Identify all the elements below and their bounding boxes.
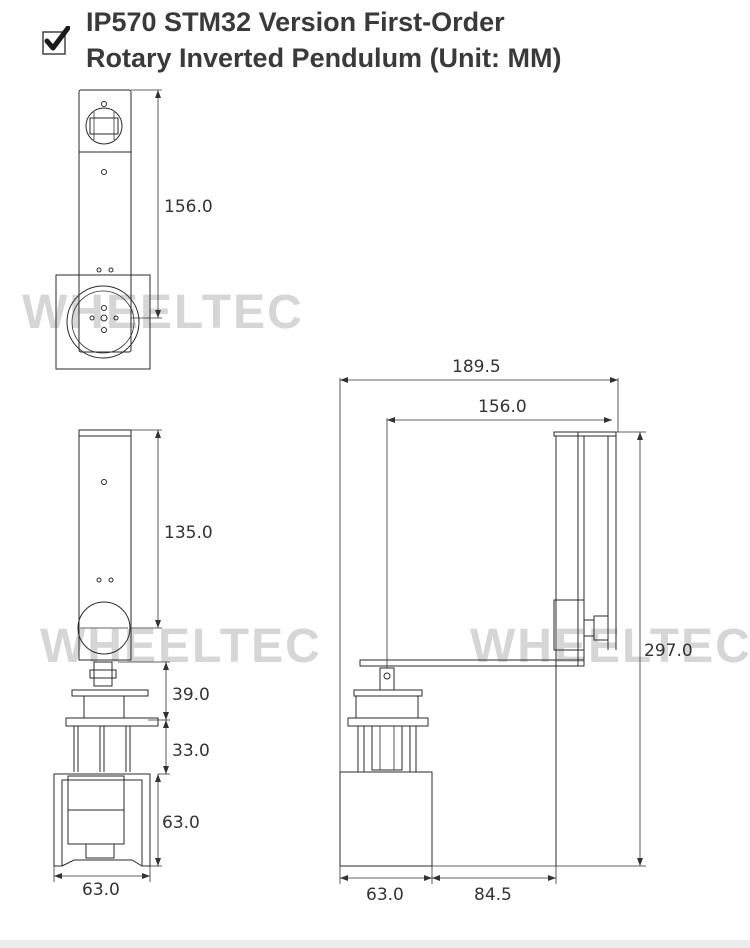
dim-side-total-height: 297.0 [644,641,693,661]
checked-box-icon [42,26,70,55]
dim-front-pendulum-height: 135.0 [164,523,213,543]
front-view: 135.0 39.0 33.0 63.0 63.0 [53,429,213,900]
watermark-front: WHEELTEC [40,620,322,673]
top-view: 156.0 [55,89,213,370]
dim-front-frame-height: 33.0 [172,741,210,761]
header: IP570 STM32 Version First-Order Rotary I… [40,4,740,76]
watermark-side: WHEELTEC [470,620,750,673]
dim-front-base-height: 63.0 [162,813,200,833]
watermark-top: WHEELTEC [22,286,304,339]
dim-front-coupling-height: 39.0 [172,685,210,705]
bottom-divider [0,940,750,948]
dim-side-total-width: 189.5 [452,357,501,377]
side-view: 189.5 156.0 297.0 63.0 84.5 [339,357,693,905]
dim-top-view-height: 156.0 [164,197,213,217]
dim-front-base-width: 63.0 [82,880,120,900]
page-title: IP570 STM32 Version First-Order Rotary I… [86,4,562,76]
dim-side-base-width: 63.0 [366,885,404,905]
dim-side-offset: 84.5 [474,885,512,905]
dim-side-arm-length: 156.0 [478,397,527,417]
title-line-2: Rotary Inverted Pendulum (Unit: MM) [86,43,562,73]
title-line-1: IP570 STM32 Version First-Order [86,7,505,37]
